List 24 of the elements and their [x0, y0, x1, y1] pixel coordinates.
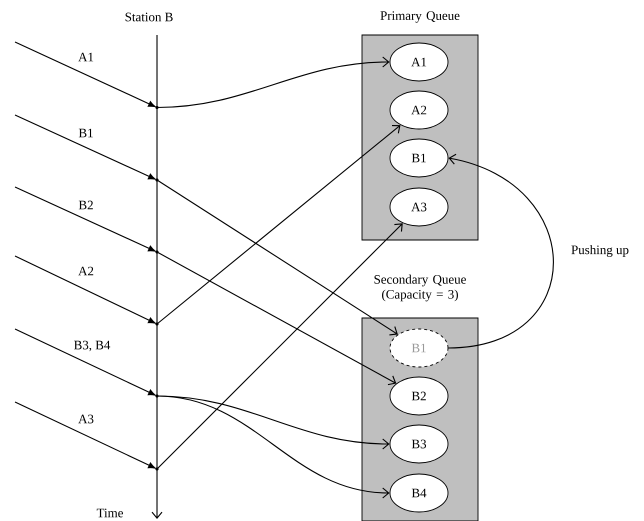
node-label: Secondary Queue (Capacity = 3): [374, 274, 466, 302]
edge-label: A1: [78, 52, 94, 62]
arrow: [156, 395, 390, 498]
arrow: [14, 402, 156, 469]
edge-label: Pushing up: [571, 245, 628, 257]
arrow: [14, 114, 156, 180]
arrow: [448, 154, 554, 349]
arrow: [14, 328, 156, 396]
arrow: [14, 186, 156, 252]
arrow: [156, 125, 400, 324]
arrow: [156, 252, 396, 386]
axis-label: Station B: [126, 12, 173, 22]
edge-label: B1: [78, 128, 93, 138]
edge-label: B2: [78, 200, 93, 210]
edge-label: A3: [78, 414, 94, 424]
arrow: [14, 256, 156, 324]
arrow: [14, 42, 156, 108]
axis-label: Time: [96, 508, 123, 518]
arrow: [156, 56, 390, 108]
node-label: Primary Queue: [380, 11, 460, 23]
arrow: [156, 180, 398, 336]
edge-label: B3, B4: [74, 340, 110, 352]
arrow: [156, 223, 403, 470]
edge-label: A2: [78, 266, 94, 276]
